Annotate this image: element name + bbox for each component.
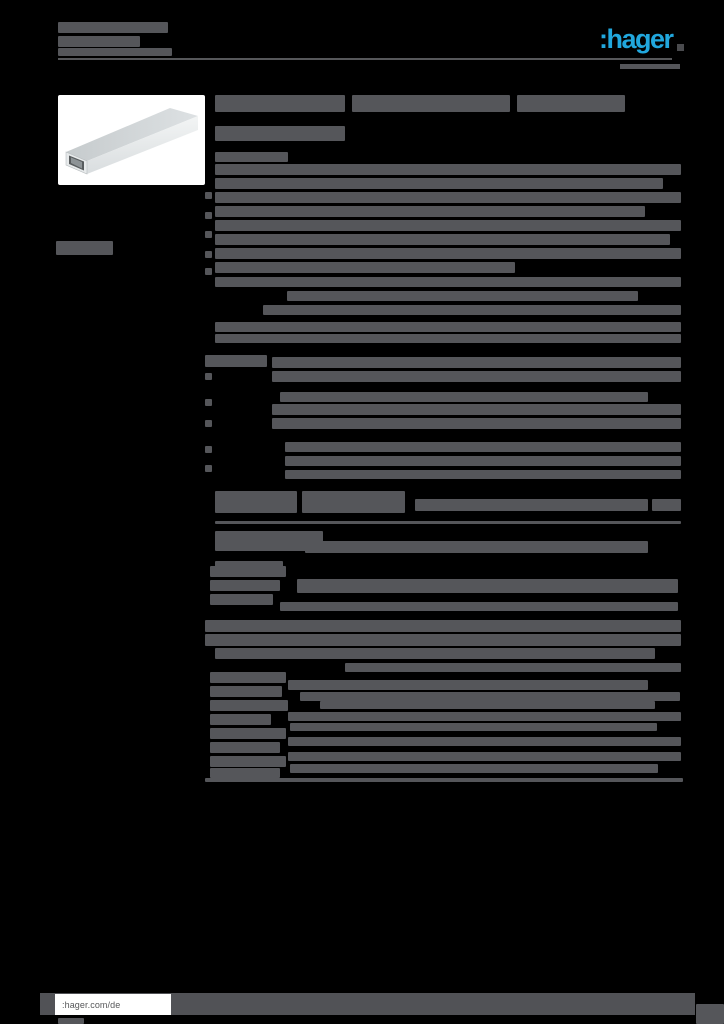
table-label [210, 768, 280, 778]
table-label [210, 566, 286, 577]
paragraph-line [285, 470, 681, 479]
table-heading-segment [215, 491, 297, 513]
title-segment [517, 95, 625, 112]
page-number-block [696, 1004, 724, 1024]
table-label [210, 728, 286, 739]
table-value-line [288, 712, 681, 721]
list-bullet [205, 212, 212, 219]
table-value-line [297, 579, 678, 593]
table-value-line [415, 499, 648, 511]
paragraph-line [215, 206, 645, 217]
section-heading-line [215, 334, 681, 343]
paragraph-line [272, 418, 681, 429]
product-image [58, 95, 205, 185]
paragraph-line [215, 152, 288, 162]
header-line [58, 36, 140, 47]
paragraph-line [215, 234, 670, 245]
title-segment [352, 95, 510, 112]
table-value-line [280, 602, 678, 611]
header-line [58, 22, 168, 33]
table-rule [215, 521, 681, 524]
table-label [210, 594, 273, 605]
table-label [210, 742, 280, 753]
paragraph-line [263, 305, 681, 315]
image-caption-line [56, 241, 113, 255]
profile-opening-inner [71, 157, 82, 169]
paragraph-line [215, 648, 655, 659]
paragraph-line [285, 456, 681, 466]
table-label [210, 686, 282, 697]
paragraph-line [215, 164, 681, 175]
label-block [205, 355, 267, 367]
table-label [210, 580, 280, 591]
table-value-line [305, 541, 648, 553]
paragraph-line [272, 404, 681, 415]
list-bullet [205, 465, 212, 472]
paragraph-line [205, 620, 681, 632]
list-bullet [205, 268, 212, 275]
logo-subline-redacted [620, 64, 680, 69]
profile-top-face [66, 108, 198, 161]
paragraph-line [272, 371, 681, 382]
footer-below-line [58, 1018, 84, 1024]
paragraph-line [280, 392, 648, 402]
table-value-line [320, 701, 655, 709]
paragraph-line [215, 178, 663, 189]
trunking-profile-photo [65, 108, 198, 175]
footer-link[interactable]: :hager.com/de [55, 994, 171, 1015]
registered-mark-icon [677, 44, 684, 51]
list-bullet [205, 399, 212, 406]
list-bullet [205, 251, 212, 258]
table-label [210, 714, 271, 725]
table-value-line [652, 499, 681, 511]
paragraph-line [287, 291, 638, 301]
hager-logo: :hager [599, 24, 674, 54]
paragraph-line [272, 357, 681, 368]
table-label [210, 756, 286, 767]
paragraph-line [215, 262, 515, 273]
header-line [58, 48, 172, 56]
subtitle-line [215, 126, 345, 141]
paragraph-line [215, 248, 681, 259]
list-bullet [205, 192, 212, 199]
header-rule [58, 58, 672, 60]
footer-bar [40, 993, 695, 1015]
profile-front-face [87, 116, 198, 174]
paragraph-line [345, 663, 681, 672]
paragraph-line [205, 634, 681, 646]
list-bullet [205, 231, 212, 238]
table-value-line [288, 680, 648, 690]
table-value-line [290, 723, 657, 731]
table-value-line [288, 752, 681, 761]
list-bullet [205, 373, 212, 380]
footer-link-label: :hager.com/de [62, 999, 121, 1010]
table-heading-segment [302, 491, 405, 513]
paragraph-line [215, 192, 681, 203]
list-bullet [205, 420, 212, 427]
title-segment [215, 95, 345, 112]
table-label [210, 700, 288, 711]
list-bullet [205, 446, 212, 453]
paragraph-line [215, 220, 681, 231]
table-label [215, 531, 323, 551]
paragraph-line [285, 442, 681, 452]
section-heading-line [215, 322, 681, 332]
paragraph-line [215, 277, 681, 287]
table-value-line [300, 692, 680, 701]
table-rule [205, 778, 683, 782]
table-label [210, 672, 286, 683]
table-value-line [290, 764, 658, 773]
table-value-line [288, 737, 681, 746]
